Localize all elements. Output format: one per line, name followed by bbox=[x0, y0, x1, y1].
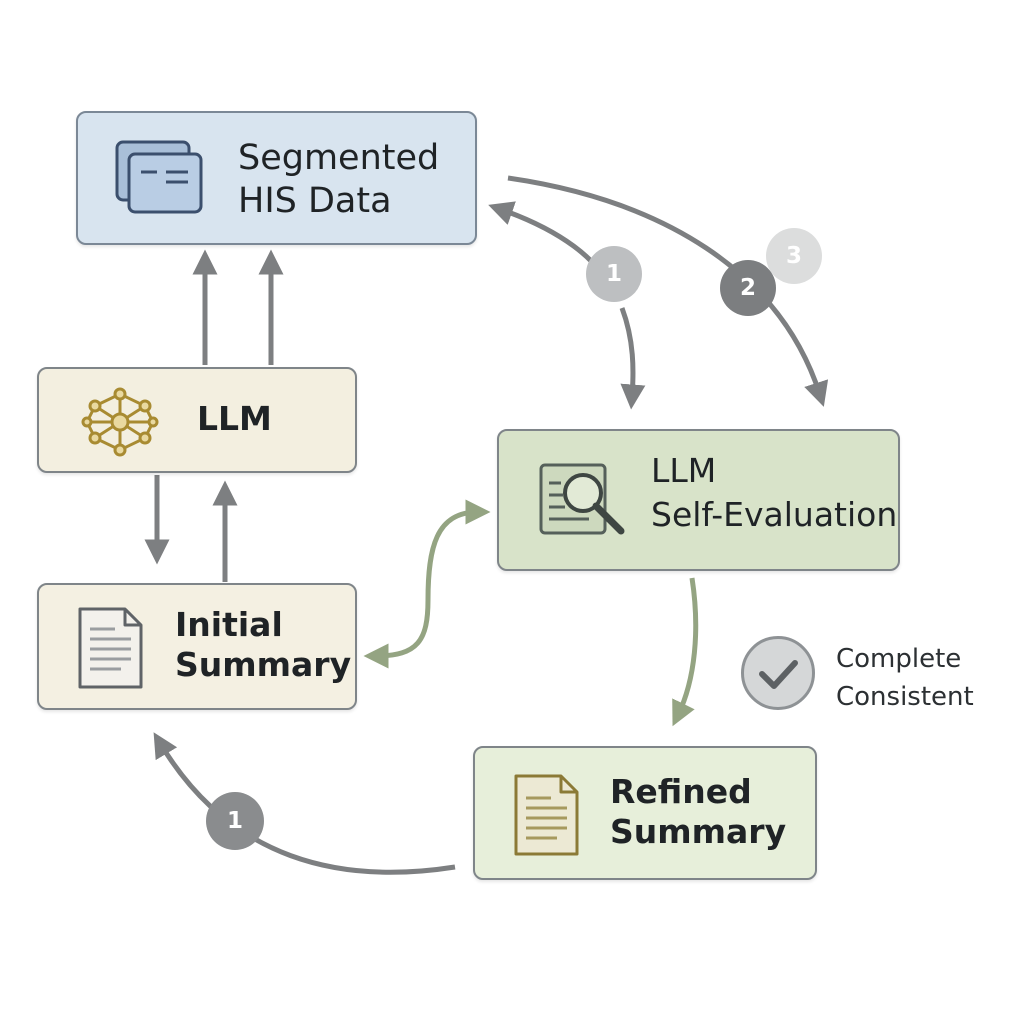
step-badge-2: 2 bbox=[720, 260, 776, 316]
arrow-initial-eval-bidirectional bbox=[363, 499, 491, 669]
self-evaluation-label-line2: Self-Evaluation bbox=[651, 495, 898, 535]
arrow-his-to-eval-inner bbox=[619, 307, 646, 410]
initial-summary-label: Initial Summary bbox=[175, 605, 351, 686]
document-icon bbox=[514, 774, 579, 856]
step-badge-3: 3 bbox=[766, 228, 822, 284]
document-magnifier-icon bbox=[539, 463, 625, 535]
llm-label: LLM bbox=[197, 399, 272, 438]
his-data-label-line2: HIS Data bbox=[238, 180, 392, 221]
step-badge-1-bottom: 1 bbox=[206, 792, 264, 850]
initial-summary-node: Initial Summary bbox=[37, 583, 357, 710]
check-circle-icon bbox=[741, 636, 815, 710]
document-icon bbox=[78, 607, 143, 689]
status-complete: Complete bbox=[836, 644, 962, 674]
arrow-eval-to-refined bbox=[672, 577, 699, 727]
arrow-refined-to-initial bbox=[153, 732, 456, 875]
refined-summary-label-line2: Summary bbox=[610, 812, 787, 852]
step-badge-1-top: 1 bbox=[586, 246, 642, 302]
neural-network-icon bbox=[81, 387, 159, 457]
status-consistent: Consistent bbox=[836, 681, 974, 712]
self-evaluation-label-line1: LLM bbox=[651, 451, 717, 490]
self-evaluation-label: LLM Self-Evaluation bbox=[651, 451, 897, 536]
arrow-his-to-eval-outer bbox=[507, 175, 829, 407]
his-data-label: Segmented HIS Data bbox=[238, 137, 439, 222]
refined-summary-node: Refined Summary bbox=[473, 746, 817, 880]
his-data-node: Segmented HIS Data bbox=[76, 111, 477, 245]
data-cards-icon bbox=[115, 140, 203, 214]
initial-summary-label-line2: Summary bbox=[175, 645, 352, 685]
status-label: Complete Consistent bbox=[836, 641, 974, 716]
refined-summary-label: Refined Summary bbox=[610, 772, 786, 853]
his-data-label-line1: Segmented bbox=[238, 138, 440, 178]
llm-node: LLM bbox=[37, 367, 357, 473]
initial-summary-label-line1: Initial bbox=[175, 605, 283, 644]
refined-summary-label-line1: Refined bbox=[610, 772, 752, 811]
self-evaluation-node: LLM Self-Evaluation bbox=[497, 429, 900, 571]
